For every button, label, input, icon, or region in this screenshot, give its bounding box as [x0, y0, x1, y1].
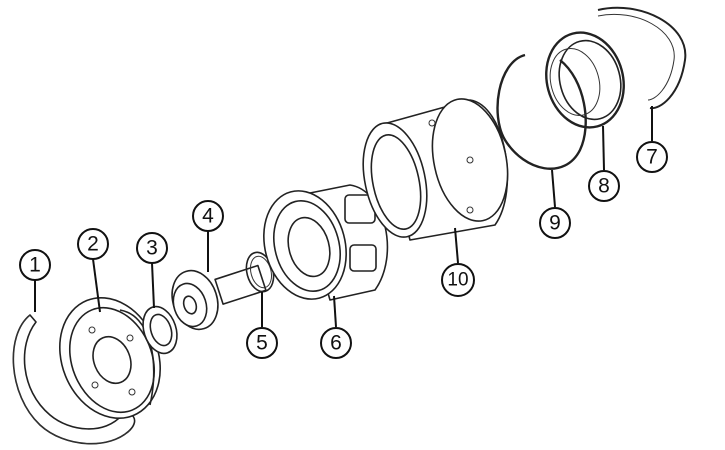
callout-3-label: 3 — [146, 237, 158, 260]
callout-3: 3 — [136, 232, 168, 264]
callout-6-label: 6 — [330, 332, 342, 355]
leader-line-8 — [602, 125, 605, 171]
callouts: 1 2 3 4 5 6 7 8 — [19, 141, 668, 359]
leader-line-10 — [454, 227, 459, 264]
callout-1-label: 1 — [29, 254, 41, 277]
callout-8: 8 — [588, 170, 620, 202]
callout-5: 5 — [246, 327, 278, 359]
callout-7: 7 — [636, 141, 668, 173]
callout-6: 6 — [320, 327, 352, 359]
callout-2-label: 2 — [87, 233, 99, 256]
part-9-snap-ring — [496, 53, 587, 170]
part-4-sun-gear-shaft — [171, 264, 267, 331]
callout-5-label: 5 — [256, 332, 268, 355]
callout-9-label: 9 — [549, 212, 561, 235]
callout-10-label: 10 — [447, 270, 468, 291]
callout-7-label: 7 — [646, 146, 658, 169]
callout-10: 10 — [441, 263, 475, 297]
part-8-piston-ring — [545, 31, 625, 129]
part-2-carrier-plate — [58, 296, 162, 420]
callout-4: 4 — [192, 200, 224, 232]
part-10-ring-gear-drum — [362, 98, 509, 241]
leader-line-6 — [333, 295, 337, 328]
leader-lines — [34, 106, 653, 328]
part-1-snap-ring — [12, 314, 136, 445]
leader-line-3 — [151, 262, 155, 309]
part-3-thrust-washer — [142, 305, 178, 355]
leader-line-2 — [92, 258, 101, 313]
part-6-planetary-carrier — [263, 184, 403, 301]
callout-9: 9 — [539, 207, 571, 239]
callout-1: 1 — [19, 249, 51, 281]
callout-2: 2 — [77, 228, 109, 260]
leader-line-9 — [551, 169, 556, 208]
part-7-retaining-ring — [597, 6, 687, 110]
callout-8-label: 8 — [598, 175, 610, 198]
callout-4-label: 4 — [202, 205, 214, 228]
